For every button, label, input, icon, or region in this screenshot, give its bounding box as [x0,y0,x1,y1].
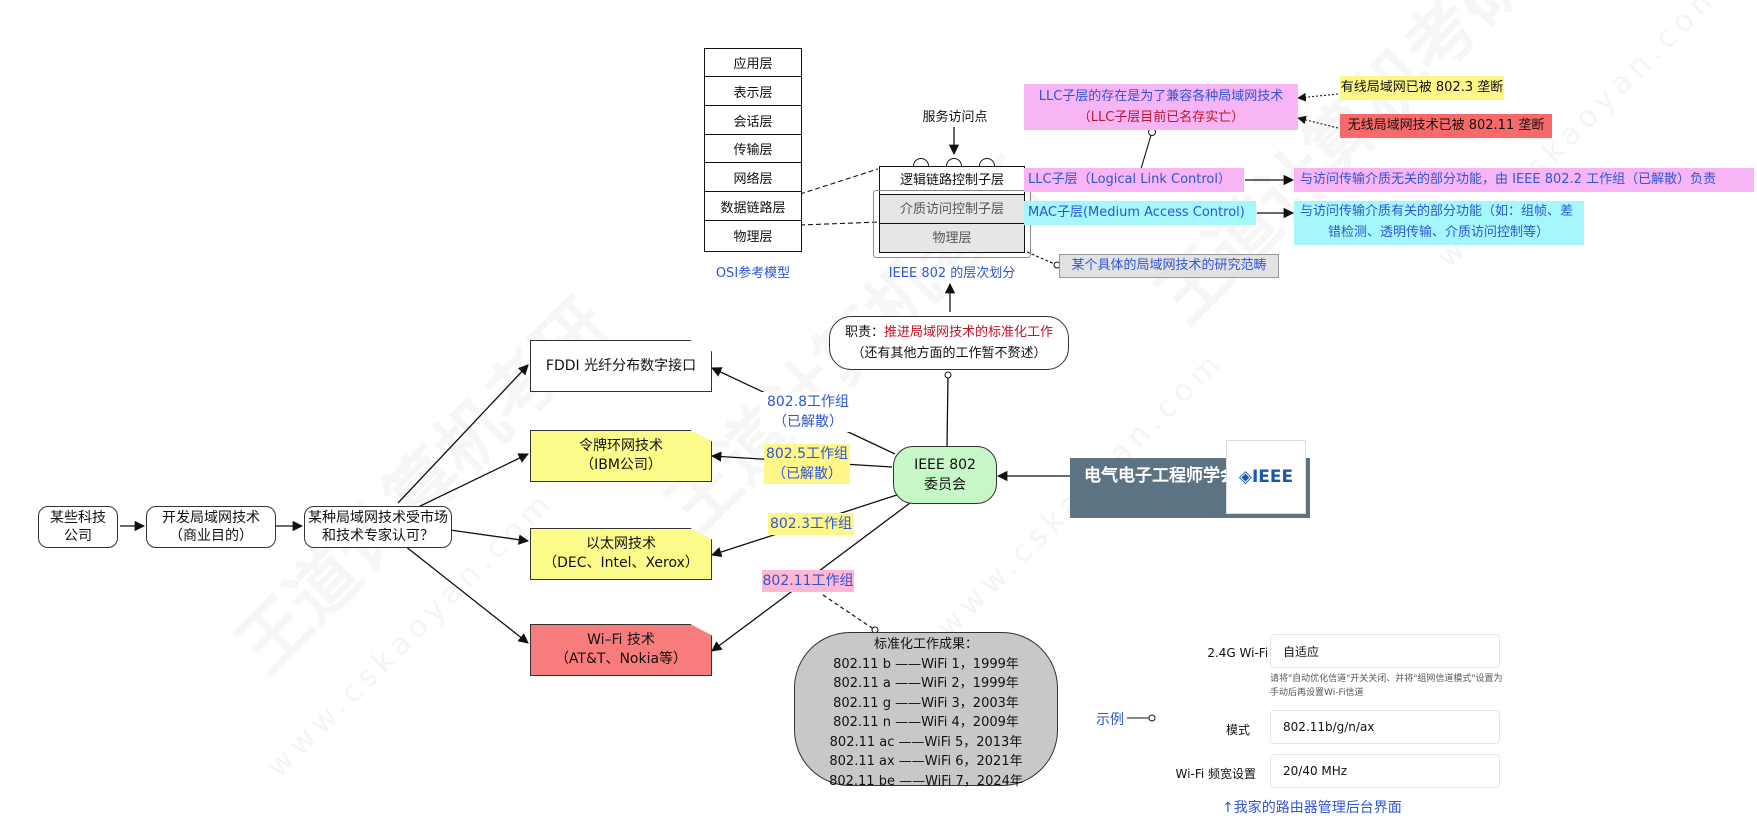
duty-prefix: 职责： [844,325,884,340]
example-label: 示例 [1096,712,1124,728]
llc-note-line2: （LLC子层目前已名存实亡） [1077,110,1245,125]
company-line1: 某些科技 [50,510,106,526]
osi-layer-presentation: 表示层 [705,78,801,106]
develop-line2: （商业目的） [169,528,253,544]
ieee802-caption: IEEE 802 的层次划分 [888,266,1016,281]
llc-desc: 与访问传输介质无关的部分功能，由 IEEE 802.2 工作组（已解散）负责 [1294,168,1754,192]
line-question-ethernet [449,529,530,545]
group-80211: 802.11工作组 [762,570,854,592]
develop-line1: 开发局域网技术 [162,510,260,526]
channel-select[interactable]: 自适应 [1270,634,1500,668]
group-8025: 802.5工作组 （已解散） [764,444,850,484]
results-row: 802.11 ax ——WiFi 6，2021年 [829,754,1023,769]
question-line2: 和技术专家认可？ [322,528,434,544]
line-llc-note [1139,131,1153,173]
results-row: 802.11 be ——WiFi 7，2024年 [829,773,1023,789]
results-row: 802.11 g ——WiFi 3，2003年 [833,695,1019,711]
mac-label: MAC子层(Medium Access Control) [1024,201,1256,225]
line-scope-note [1026,251,1058,266]
osi-layer-physical: 物理层 [733,229,773,245]
results-row: 802.11 a ——WiFi 2，1999年 [833,676,1019,691]
ieee-banner-title: 电气电子工程师学会 [1084,466,1237,486]
tech-wifi-line2: （AT&T、Nokia等） [554,651,688,667]
tech-ethernet-line1: 以太网技术 [586,536,656,552]
results-row: 802.11 ac ——WiFi 5，2013年 [829,734,1023,750]
committee-line2: 委员会 [924,477,966,493]
results-row: 802.11 b ——WiFi 1，1999年 [833,656,1019,672]
sap-label: 服务访问点 [922,110,988,125]
line-question-wifi [404,545,529,644]
tech-ethernet-line2: （DEC、Intel、Xerox） [543,555,699,571]
mac-desc: 与访问传输介质有关的部分功能（如：组帧、差 错检测、透明传输、介质访问控制等） [1294,201,1584,245]
phy-layer: 物理层 [879,224,1025,253]
bandwidth-label: Wi-Fi 频宽设置 [1175,767,1256,781]
osi-projection-top [799,168,879,195]
mac-desc-line2: 错检测、透明传输、介质访问控制等） [1328,225,1550,240]
osi-layer-datalink: 数据链路层 [705,193,801,221]
group-8028-line2: （已解散） [773,414,843,430]
ieee-logo: ◈IEEE [1226,440,1306,514]
results-row: 802.11 n ——WiFi 4，2009年 [833,715,1019,730]
line-g11-results [822,594,876,631]
tech-ethernet[interactable]: 以太网技术 （DEC、Intel、Xerox） [530,528,712,580]
question-node[interactable]: 某种局域网技术受市场 和技术专家认可？ [304,506,452,548]
group-8028-line1: 802.8工作组 [766,394,850,410]
channel-hint: 请将"自动优化信道"开关关闭、并将"组网信道模式"设置为手动后再设置Wi-Fi信… [1270,674,1503,698]
mode-label: 模式 [1225,723,1250,737]
duty-bubble: 职责：推进局域网技术的标准化工作 （还有其他方面的工作暂不赘述） [829,316,1069,370]
line-committee-duty [946,374,949,448]
osi-layer-application: 应用层 [705,49,801,77]
arrow-wireless-note [1297,115,1339,129]
tech-token[interactable]: 令牌环网技术 （IBM公司） [530,430,712,482]
committee-line1: IEEE 802 [914,457,976,473]
router-settings: 2.4G Wi-Fi 信道 自适应 请将"自动优化信道"开关关闭、并将"组网信道… [1160,630,1503,830]
osi-projection-bottom [799,221,881,226]
llc-note-line1: LLC子层的存在是为了兼容各种局域网技术 [1038,89,1284,104]
llc-label: LLC子层（Logical Link Control） [1024,168,1244,192]
group-8028: 802.8工作组 （已解散） [760,392,856,432]
osi-stack: 应用层 表示层 会话层 传输层 网络层 数据链路层 物理层 [704,48,802,252]
osi-layer-network: 网络层 [705,164,801,192]
duty-line1: 职责：推进局域网技术的标准化工作 [830,322,1068,343]
scope-note: 某个具体的局域网技术的研究范畴 [1059,254,1279,278]
tech-wifi[interactable]: Wi–Fi 技术 （AT&T、Nokia等） [530,624,712,676]
osi-layer-transport: 传输层 [705,135,801,163]
llc-note: LLC子层的存在是为了兼容各种局域网技术 （LLC子层目前已名存实亡） [1024,84,1298,130]
results-cloud: 标准化工作成果： 802.11 b ——WiFi 1，1999年 802.11 … [794,632,1058,789]
mac-desc-line1: 与访问传输介质有关的部分功能（如：组帧、差 [1300,204,1574,219]
osi-caption: OSI参考模型 [715,266,791,281]
mode-select[interactable]: 802.11b/g/n/ax [1270,710,1500,744]
tech-wifi-line1: Wi–Fi 技术 [587,632,655,648]
tech-fddi[interactable]: FDDI 光纤分布数字接口 [530,340,712,392]
ieee802-committee[interactable]: IEEE 802 委员会 [893,446,997,504]
group-8025-line2: （已解散） [772,466,842,482]
develop-node[interactable]: 开发局域网技术 （商业目的） [146,506,276,548]
mac-phy-bracket [873,190,1031,258]
bandwidth-select[interactable]: 20/40 MHz [1270,754,1500,788]
group-8025-line1: 802.5工作组 [765,446,849,462]
arrow-wired-note [1297,92,1339,102]
line-question-fddi [397,364,529,504]
osi-layer-session: 会话层 [705,107,801,135]
tech-token-line1: 令牌环网技术 [579,438,663,454]
group-8023: 802.3工作组 [768,513,854,535]
line-question-token [411,453,529,511]
results-title: 标准化工作成果： [873,637,978,652]
company-node[interactable]: 某些科技 公司 [38,506,118,548]
ieee802-stack: 逻辑链路控制子层 介质访问控制子层 物理层 [879,166,1025,253]
wired-note: 有线局域网已被 802.3 垄断 [1340,76,1504,100]
tech-token-line2: （IBM公司） [580,457,662,473]
wireless-note: 无线局域网技术已被 802.11 垄断 [1340,114,1552,138]
mac-layer: 介质访问控制子层 [879,195,1025,224]
company-line2: 公司 [64,528,92,544]
router-caption: ↑我家的路由器管理后台界面 [1222,800,1402,816]
duty-highlight: 推进局域网技术的标准化工作 [884,325,1054,340]
question-line1: 某种局域网技术受市场 [308,510,448,526]
duty-line2: （还有其他方面的工作暂不赘述） [851,346,1047,361]
